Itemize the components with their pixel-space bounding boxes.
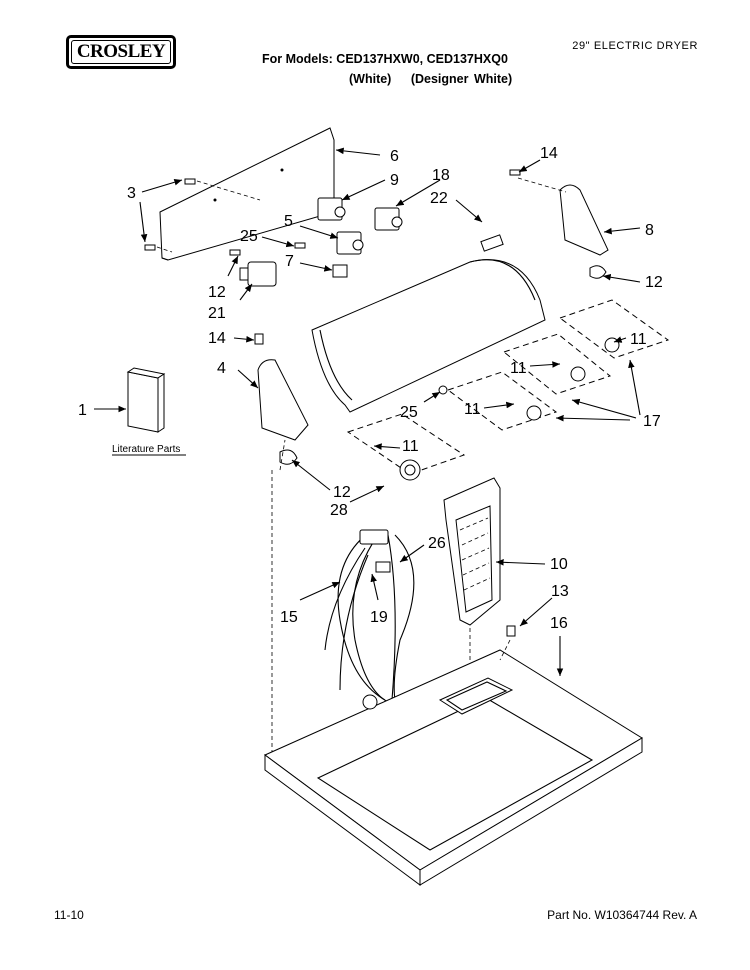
callout-9: 9 bbox=[390, 172, 399, 189]
leader-arrows bbox=[94, 147, 641, 676]
revision-date: 11-10 bbox=[54, 908, 84, 922]
switch-part-9 bbox=[317, 197, 346, 221]
callout-19: 19 bbox=[370, 609, 388, 626]
callout-14-top: 14 bbox=[540, 145, 558, 162]
screws bbox=[144, 169, 521, 637]
literature-part-1 bbox=[126, 367, 166, 433]
callout-11-d: 11 bbox=[402, 438, 419, 455]
literature-parts-label: Literature Parts bbox=[112, 444, 180, 455]
callout-15: 15 bbox=[280, 609, 298, 626]
switch-part-18 bbox=[374, 207, 403, 231]
switch-part-5 bbox=[336, 231, 364, 255]
part-number: Part No. W10364744 Rev. A bbox=[547, 908, 697, 922]
end-cap-part-8 bbox=[559, 184, 609, 279]
callout-3: 3 bbox=[127, 185, 136, 202]
timer-part-21 bbox=[239, 261, 277, 287]
model-colors: (White) (Designer White) bbox=[349, 72, 526, 86]
color-white: (White) bbox=[349, 72, 392, 86]
callout-12-bottom: 12 bbox=[333, 484, 351, 501]
brand-name: CROSLEY bbox=[76, 41, 166, 62]
callout-10: 10 bbox=[550, 556, 568, 573]
callout-7: 7 bbox=[285, 253, 294, 270]
callout-18: 18 bbox=[432, 167, 450, 184]
callout-22: 22 bbox=[430, 190, 448, 207]
callout-17: 17 bbox=[643, 413, 661, 430]
callout-11-b: 11 bbox=[510, 360, 527, 377]
wire-harness-part-15 bbox=[324, 529, 415, 703]
callout-13: 13 bbox=[551, 583, 569, 600]
logo-inner-border bbox=[71, 40, 171, 64]
callout-12-right: 12 bbox=[645, 274, 663, 291]
callout-25-top: 25 bbox=[240, 228, 258, 245]
callout-14-left: 14 bbox=[208, 330, 226, 347]
color-designer-white: (Designer White) bbox=[410, 72, 513, 86]
end-cap-part-4 bbox=[257, 359, 309, 465]
callout-11-c: 11 bbox=[464, 401, 481, 418]
callout-11-a: 11 bbox=[630, 331, 647, 348]
lint-screen-part-10 bbox=[443, 477, 501, 626]
callout-8: 8 bbox=[645, 222, 654, 239]
alignment-lines bbox=[156, 177, 567, 752]
callout-4: 4 bbox=[217, 360, 226, 377]
callout-26: 26 bbox=[428, 535, 446, 552]
callout-1: 1 bbox=[78, 402, 87, 419]
crosley-logo: CROSLEY bbox=[66, 35, 176, 69]
cabinet-top-part-16 bbox=[264, 649, 643, 886]
callout-16: 16 bbox=[550, 615, 568, 632]
callout-28: 28 bbox=[330, 502, 348, 519]
callout-21: 21 bbox=[208, 305, 226, 322]
models-line: For Models: CED137HXW0, CED137HXQ0 bbox=[262, 52, 508, 66]
bracket-part-7 bbox=[332, 264, 348, 278]
knob-groups-part-17 bbox=[346, 299, 670, 481]
callout-6: 6 bbox=[390, 148, 399, 165]
product-title: 29" ELECTRIC DRYER bbox=[572, 40, 698, 52]
callout-5: 5 bbox=[284, 213, 293, 230]
callout-25-mid: 25 bbox=[400, 404, 418, 421]
callout-12-left: 12 bbox=[208, 284, 226, 301]
console-panel-part-22 bbox=[311, 234, 546, 413]
